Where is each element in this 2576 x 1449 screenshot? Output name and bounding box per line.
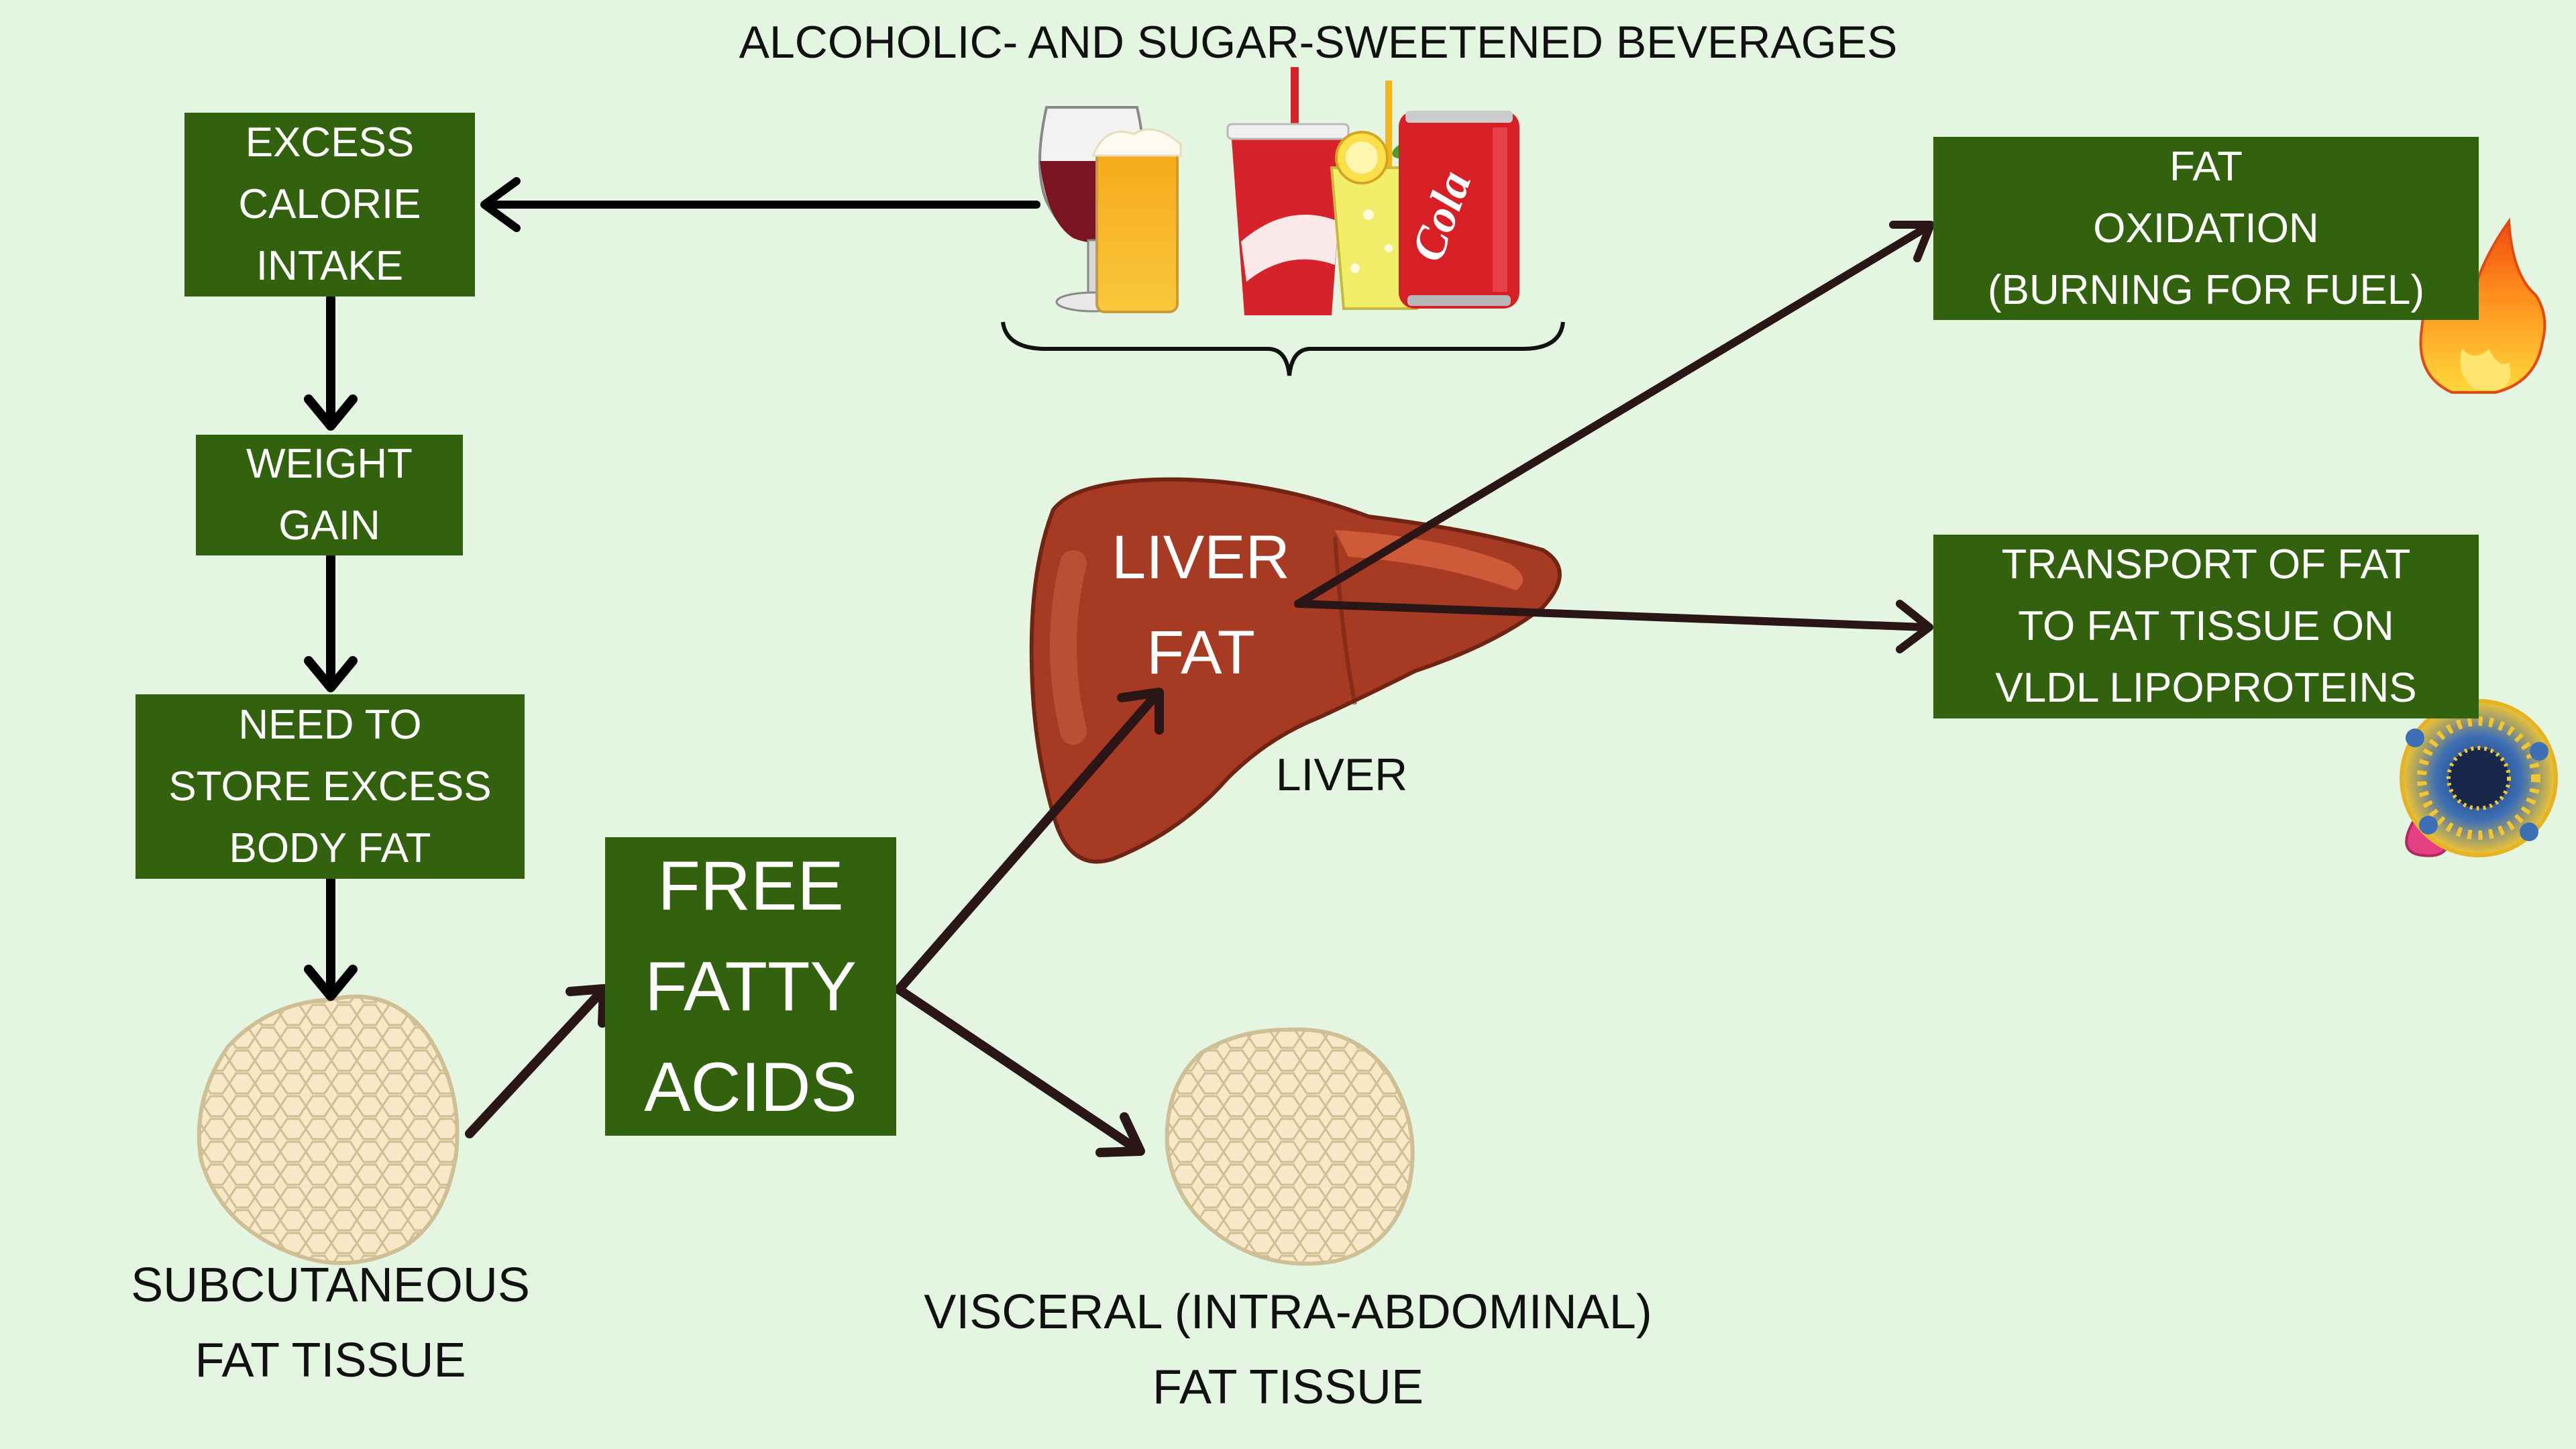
arrows [304,177,1935,1157]
visceral-caption: VISCERAL (INTRA-ABDOMINAL) FAT TISSUE [924,1285,1652,1414]
box-transport-of-fat: TRANSPORT OF FAT TO FAT TISSUE ON VLDL L… [1933,535,2479,718]
lipoprotein-icon [2400,699,2558,857]
subcutaneous-caption: SUBCUTANEOUS FAT TISSUE [131,1258,530,1387]
beverages-title: ALCOHOLIC- AND SUGAR-SWEETENED BEVERAGES [739,17,1898,68]
arrow-ffa-to-liver [894,693,1159,994]
box-fat-oxidation: FAT OXIDATION (BURNING FOR FUEL) [1933,137,2479,320]
brace-icon [1001,321,1565,376]
box-weight-gain: WEIGHT GAIN [196,435,463,555]
arrow-subcutaneous-to-ffa [465,988,605,1138]
soda-cup-icon [1226,67,1350,315]
box-free-fatty-acids: FREE FATTY ACIDS [605,837,896,1136]
arrow-liver-to-transport [1294,600,1929,631]
liver-fat-label: LIVER FAT [1112,523,1290,687]
liver-organ-icon [1029,477,1562,864]
arrow-liver-to-oxidation [1294,224,1929,608]
arrow-ffa-to-visceral [894,985,1138,1152]
visceral-fat-icon [1165,1027,1415,1266]
fire-icon [2419,217,2546,394]
liver-caption: LIVER [1275,749,1408,800]
beverages-illustration: Cola [1001,67,1565,376]
box-excess-calorie-intake: EXCESS CALORIE INTAKE [184,113,475,297]
beer-glass-icon [1092,128,1182,313]
box-need-to-store: NEED TO STORE EXCESS BODY FAT [136,694,525,879]
cola-can-icon: Cola [1399,111,1519,309]
subcutaneous-fat-icon [197,994,460,1265]
